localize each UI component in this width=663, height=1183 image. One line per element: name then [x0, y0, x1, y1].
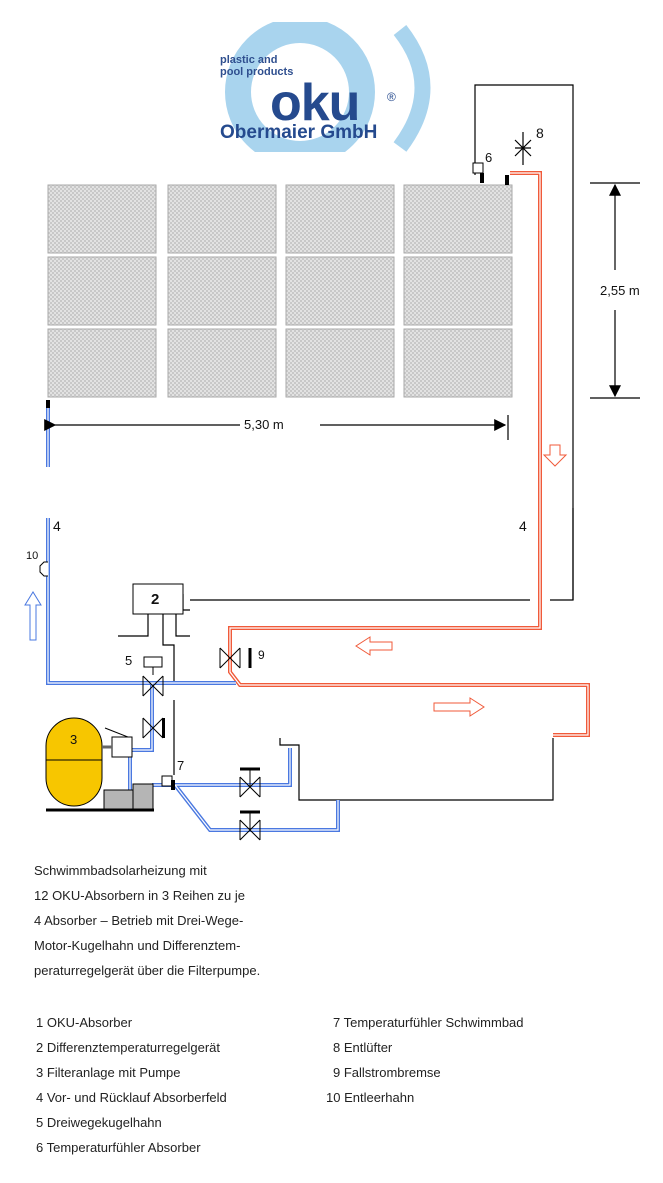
label-filter: 3 — [70, 732, 78, 747]
width-dimension-label: 5,30 m — [244, 417, 284, 432]
pool-valve-upper-icon — [239, 767, 261, 798]
absorber-panel — [285, 184, 395, 254]
air-vent-icon — [514, 132, 532, 165]
absorber-panel — [167, 256, 277, 326]
height-dimension — [590, 182, 640, 399]
description: Schwimmbadsolarheizung mit 12 OKU-Absorb… — [34, 858, 260, 983]
legend-left: 1 OKU-Absorber 2 Differenztemperaturrege… — [36, 1010, 227, 1160]
label-controller: 2 — [151, 591, 160, 608]
absorber-panel — [47, 256, 157, 326]
absorber-panel — [47, 328, 157, 398]
pool-valve-lower-icon — [239, 810, 261, 841]
absorber-outlet-connector-icon — [505, 175, 509, 185]
absorber-panel — [285, 256, 395, 326]
label-drain-valve: 10 — [26, 550, 39, 562]
absorber-inlet-connector-icon — [46, 400, 50, 408]
three-way-valve-icon — [142, 675, 164, 697]
absorber-panel — [403, 328, 513, 398]
sensor-cable-absorber — [474, 84, 574, 601]
height-dimension-label: 2,55 m — [600, 283, 640, 298]
controller-cable-left — [118, 612, 149, 637]
filter-tank-icon — [45, 717, 103, 807]
absorber-panel — [167, 184, 277, 254]
description-line: 4 Absorber – Betrieb mit Drei-Wege- — [34, 913, 244, 928]
logo-swoosh-icon — [225, 22, 431, 152]
description-line: 12 OKU-Absorbern in 3 Reihen zu je — [34, 888, 246, 903]
valve-icon — [142, 717, 164, 739]
legend-item: 1 OKU-Absorber — [36, 1015, 133, 1030]
absorber-panel — [47, 184, 157, 254]
flow-down-arrow-icon — [542, 444, 568, 467]
label-valve-three-way: 5 — [125, 653, 133, 668]
pool-outline — [279, 738, 554, 801]
label-air-vent: 8 — [536, 125, 544, 141]
logo-brand: oku — [270, 74, 360, 132]
legend-item: 9 Fallstrombremse — [333, 1065, 441, 1080]
absorber-panel — [403, 184, 513, 254]
absorber-panel — [167, 328, 277, 398]
flow-up-arrow-icon — [24, 591, 42, 641]
pump-icon — [132, 783, 154, 811]
legend-item: 10 Entleerhahn — [326, 1090, 415, 1105]
sensor-pool-icon — [161, 775, 173, 787]
description-line: Schwimmbadsolarheizung mit — [34, 863, 207, 878]
label-sensor-pool: 7 — [177, 758, 185, 773]
pool-inlet-upper — [152, 748, 292, 787]
flow-right-arrow-icon — [433, 697, 485, 717]
flow-brake-icon — [219, 647, 241, 669]
pump-motor-icon — [103, 789, 135, 811]
drain-valve-icon — [39, 561, 48, 577]
legend-right: 7 Temperaturfühler Schwimmbad 8 Entlüfte… — [326, 1010, 524, 1110]
label-sensor-absorber: 6 — [485, 150, 493, 165]
logo-tagline-line1: plastic and — [220, 54, 278, 66]
legend-item: 2 Differenztemperaturregelgerät — [36, 1040, 221, 1055]
legend-item: 8 Entlüfter — [333, 1040, 393, 1055]
valve-actuator-icon — [143, 656, 163, 668]
oku-logo: plastic and pool products oku ® Obermaie… — [200, 22, 450, 152]
legend-item: 6 Temperaturfühler Absorber — [36, 1140, 201, 1155]
label-return-right: 4 — [519, 518, 527, 534]
flow-left-arrow-icon — [355, 636, 393, 656]
logo-registered-mark: ® — [387, 90, 396, 104]
absorber-panel — [403, 256, 513, 326]
legend-item: 3 Filteranlage mit Pumpe — [36, 1065, 181, 1080]
label-return-left: 4 — [53, 518, 61, 534]
legend-item: 4 Vor- und Rücklauf Absorberfeld — [36, 1090, 227, 1105]
valve-to-filter — [128, 683, 154, 790]
legend-item: 5 Dreiwegekugelhahn — [36, 1115, 162, 1130]
logo-tagline: plastic and pool products — [220, 54, 293, 78]
label-flow-brake: 9 — [258, 648, 265, 662]
logo-company: Obermaier GmbH — [220, 122, 378, 143]
filter-valve-head-icon — [111, 736, 133, 758]
absorber-field — [47, 184, 513, 398]
controller-box — [132, 583, 184, 615]
controller-cable-sensor — [162, 612, 175, 685]
width-dimension — [44, 415, 509, 440]
absorber-panel — [285, 328, 395, 398]
solar-heating-diagram — [24, 84, 640, 841]
logo-tagline-line2: pool products — [220, 66, 294, 78]
description-line: peraturregelgerät über die Filterpumpe. — [34, 963, 261, 978]
description-line: Motor-Kugelhahn und Differenztem- — [34, 938, 241, 953]
legend-item: 7 Temperaturfühler Schwimmbad — [333, 1015, 524, 1030]
sensor-absorber-icon — [472, 162, 484, 174]
